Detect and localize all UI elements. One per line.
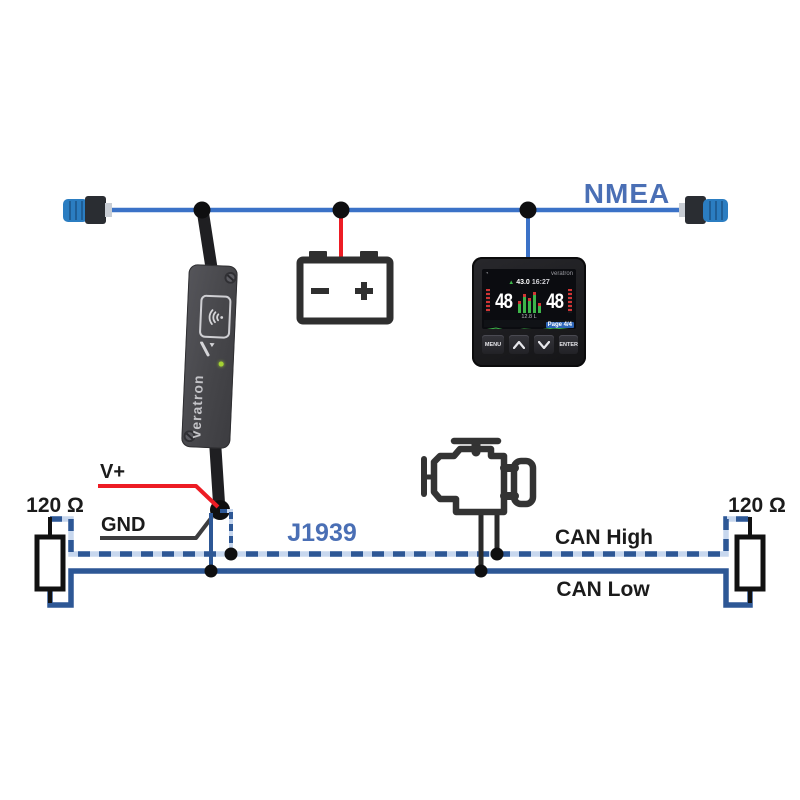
gateway-device: veratron bbox=[181, 264, 238, 449]
resistor-left-icon bbox=[34, 517, 66, 603]
gateway-top-cable bbox=[197, 207, 218, 277]
terminator-left-label: 120 Ω bbox=[26, 494, 84, 517]
screen-left-value: 48 bbox=[495, 290, 513, 313]
v-plus-wire bbox=[98, 484, 220, 509]
nmea-bus-label: NMEA bbox=[583, 178, 671, 209]
can-high-line bbox=[50, 516, 750, 557]
gnd-label: GND bbox=[101, 514, 146, 536]
bar-graph-icon bbox=[517, 289, 541, 313]
down-button bbox=[534, 335, 555, 354]
can-high-label: CAN High bbox=[555, 526, 653, 549]
screen-right-value: 48 bbox=[545, 290, 564, 313]
up-button bbox=[509, 335, 530, 354]
screen-time: 16:27 bbox=[531, 279, 550, 286]
nmea-terminator-right-icon bbox=[679, 196, 728, 224]
screen-center-value: 43.0 bbox=[516, 279, 530, 286]
chevron-up-icon bbox=[513, 340, 526, 349]
trend-up-icon: ▲ bbox=[508, 279, 515, 286]
menu-button: MENU bbox=[482, 335, 505, 354]
trend-strip-chart bbox=[484, 320, 574, 329]
gateway-can-high-connector bbox=[220, 509, 233, 553]
can-low-label: CAN Low bbox=[556, 578, 650, 601]
enter-button: ENTER bbox=[559, 335, 578, 354]
battery-icon bbox=[296, 251, 394, 325]
device-brand-text: veratron bbox=[187, 374, 207, 439]
terminator-right-label: 120 Ω bbox=[728, 494, 786, 517]
engine-legs bbox=[478, 512, 500, 569]
nmea-terminator-left-icon bbox=[63, 196, 112, 224]
can-low-line bbox=[47, 568, 753, 608]
gnd-wire bbox=[100, 515, 214, 540]
j1939-bus-label: J1939 bbox=[287, 519, 357, 547]
resistor-right-icon bbox=[734, 517, 766, 603]
v-plus-label: V+ bbox=[100, 461, 126, 483]
engine-icon bbox=[421, 437, 537, 516]
right-gauge-bar bbox=[567, 289, 572, 313]
nmea-display-unit: ◔ veratron ▲ 43.0 16:27 48 48 12.8 L bbox=[472, 257, 586, 367]
nfc-icon bbox=[198, 294, 232, 339]
left-gauge-bar bbox=[486, 289, 491, 313]
screen-brand-text: veratron bbox=[550, 270, 573, 277]
chevron-down-icon bbox=[538, 340, 551, 349]
screw-icon bbox=[224, 271, 237, 285]
display-screen: ◔ veratron ▲ 43.0 16:27 48 48 12.8 L bbox=[482, 269, 576, 329]
screen-page-indicator: Page 4/4 bbox=[545, 322, 574, 328]
status-led-icon bbox=[218, 361, 224, 367]
gateway-bottom-cable bbox=[209, 435, 230, 520]
screen-menu-dot-icon: ◔ bbox=[485, 270, 489, 277]
veratron-logo-icon bbox=[198, 341, 217, 363]
screen-fuel-value: 12.8 L bbox=[521, 313, 537, 320]
junction-dots bbox=[193, 201, 537, 578]
